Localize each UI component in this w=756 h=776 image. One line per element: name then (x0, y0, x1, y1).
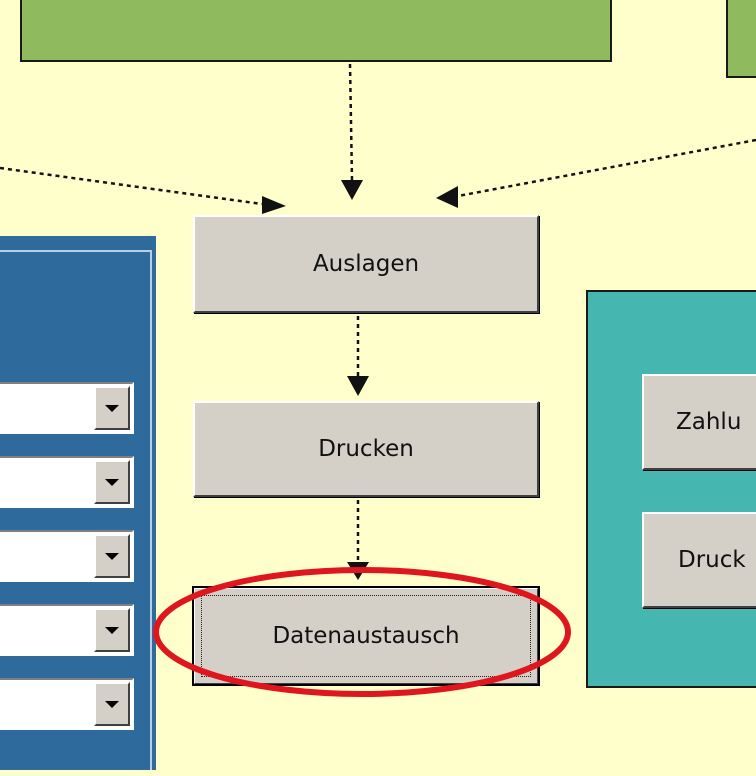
connector-right-to-auslagen (457, 138, 756, 198)
dropdown-arrow-icon[interactable] (94, 386, 130, 430)
arrow-down-icon (347, 562, 369, 580)
dropdown-arrow-icon[interactable] (94, 460, 130, 504)
connector-top-to-auslagen (348, 63, 354, 181)
zahlung-button-label: Zahlu (676, 409, 742, 435)
drucken-button-label: Drucken (318, 436, 414, 462)
dropdown-arrow-icon[interactable] (94, 682, 130, 726)
druck-button-label: Druck (678, 547, 746, 573)
dropdown-arrow-icon[interactable] (94, 608, 130, 652)
right-panel (586, 290, 756, 688)
arrow-down-icon (347, 376, 369, 396)
zahlung-button[interactable]: Zahlu (642, 374, 756, 470)
left-panel-inner-frame (0, 250, 152, 770)
arrow-down-icon (341, 180, 363, 200)
datenaustausch-button-label: Datenaustausch (272, 623, 460, 649)
dropdown-arrow-icon[interactable] (94, 534, 130, 578)
datenaustausch-button[interactable]: Datenaustausch (192, 586, 540, 686)
dropdown-3[interactable] (0, 530, 134, 582)
flow-box-top-right (726, 0, 756, 78)
dropdown-4[interactable] (0, 604, 134, 656)
auslagen-button[interactable]: Auslagen (193, 215, 539, 313)
arrow-left-icon (436, 186, 458, 208)
drucken-button[interactable]: Drucken (193, 401, 539, 497)
dropdown-2[interactable] (0, 456, 134, 508)
auslagen-button-label: Auslagen (312, 251, 420, 277)
druck-button[interactable]: Druck (642, 512, 756, 608)
connector-left-to-auslagen (0, 166, 263, 206)
flow-box-top-center (20, 0, 612, 62)
arrow-right-icon (262, 196, 286, 214)
dropdown-1[interactable] (0, 382, 134, 434)
dropdown-5[interactable] (0, 678, 134, 730)
